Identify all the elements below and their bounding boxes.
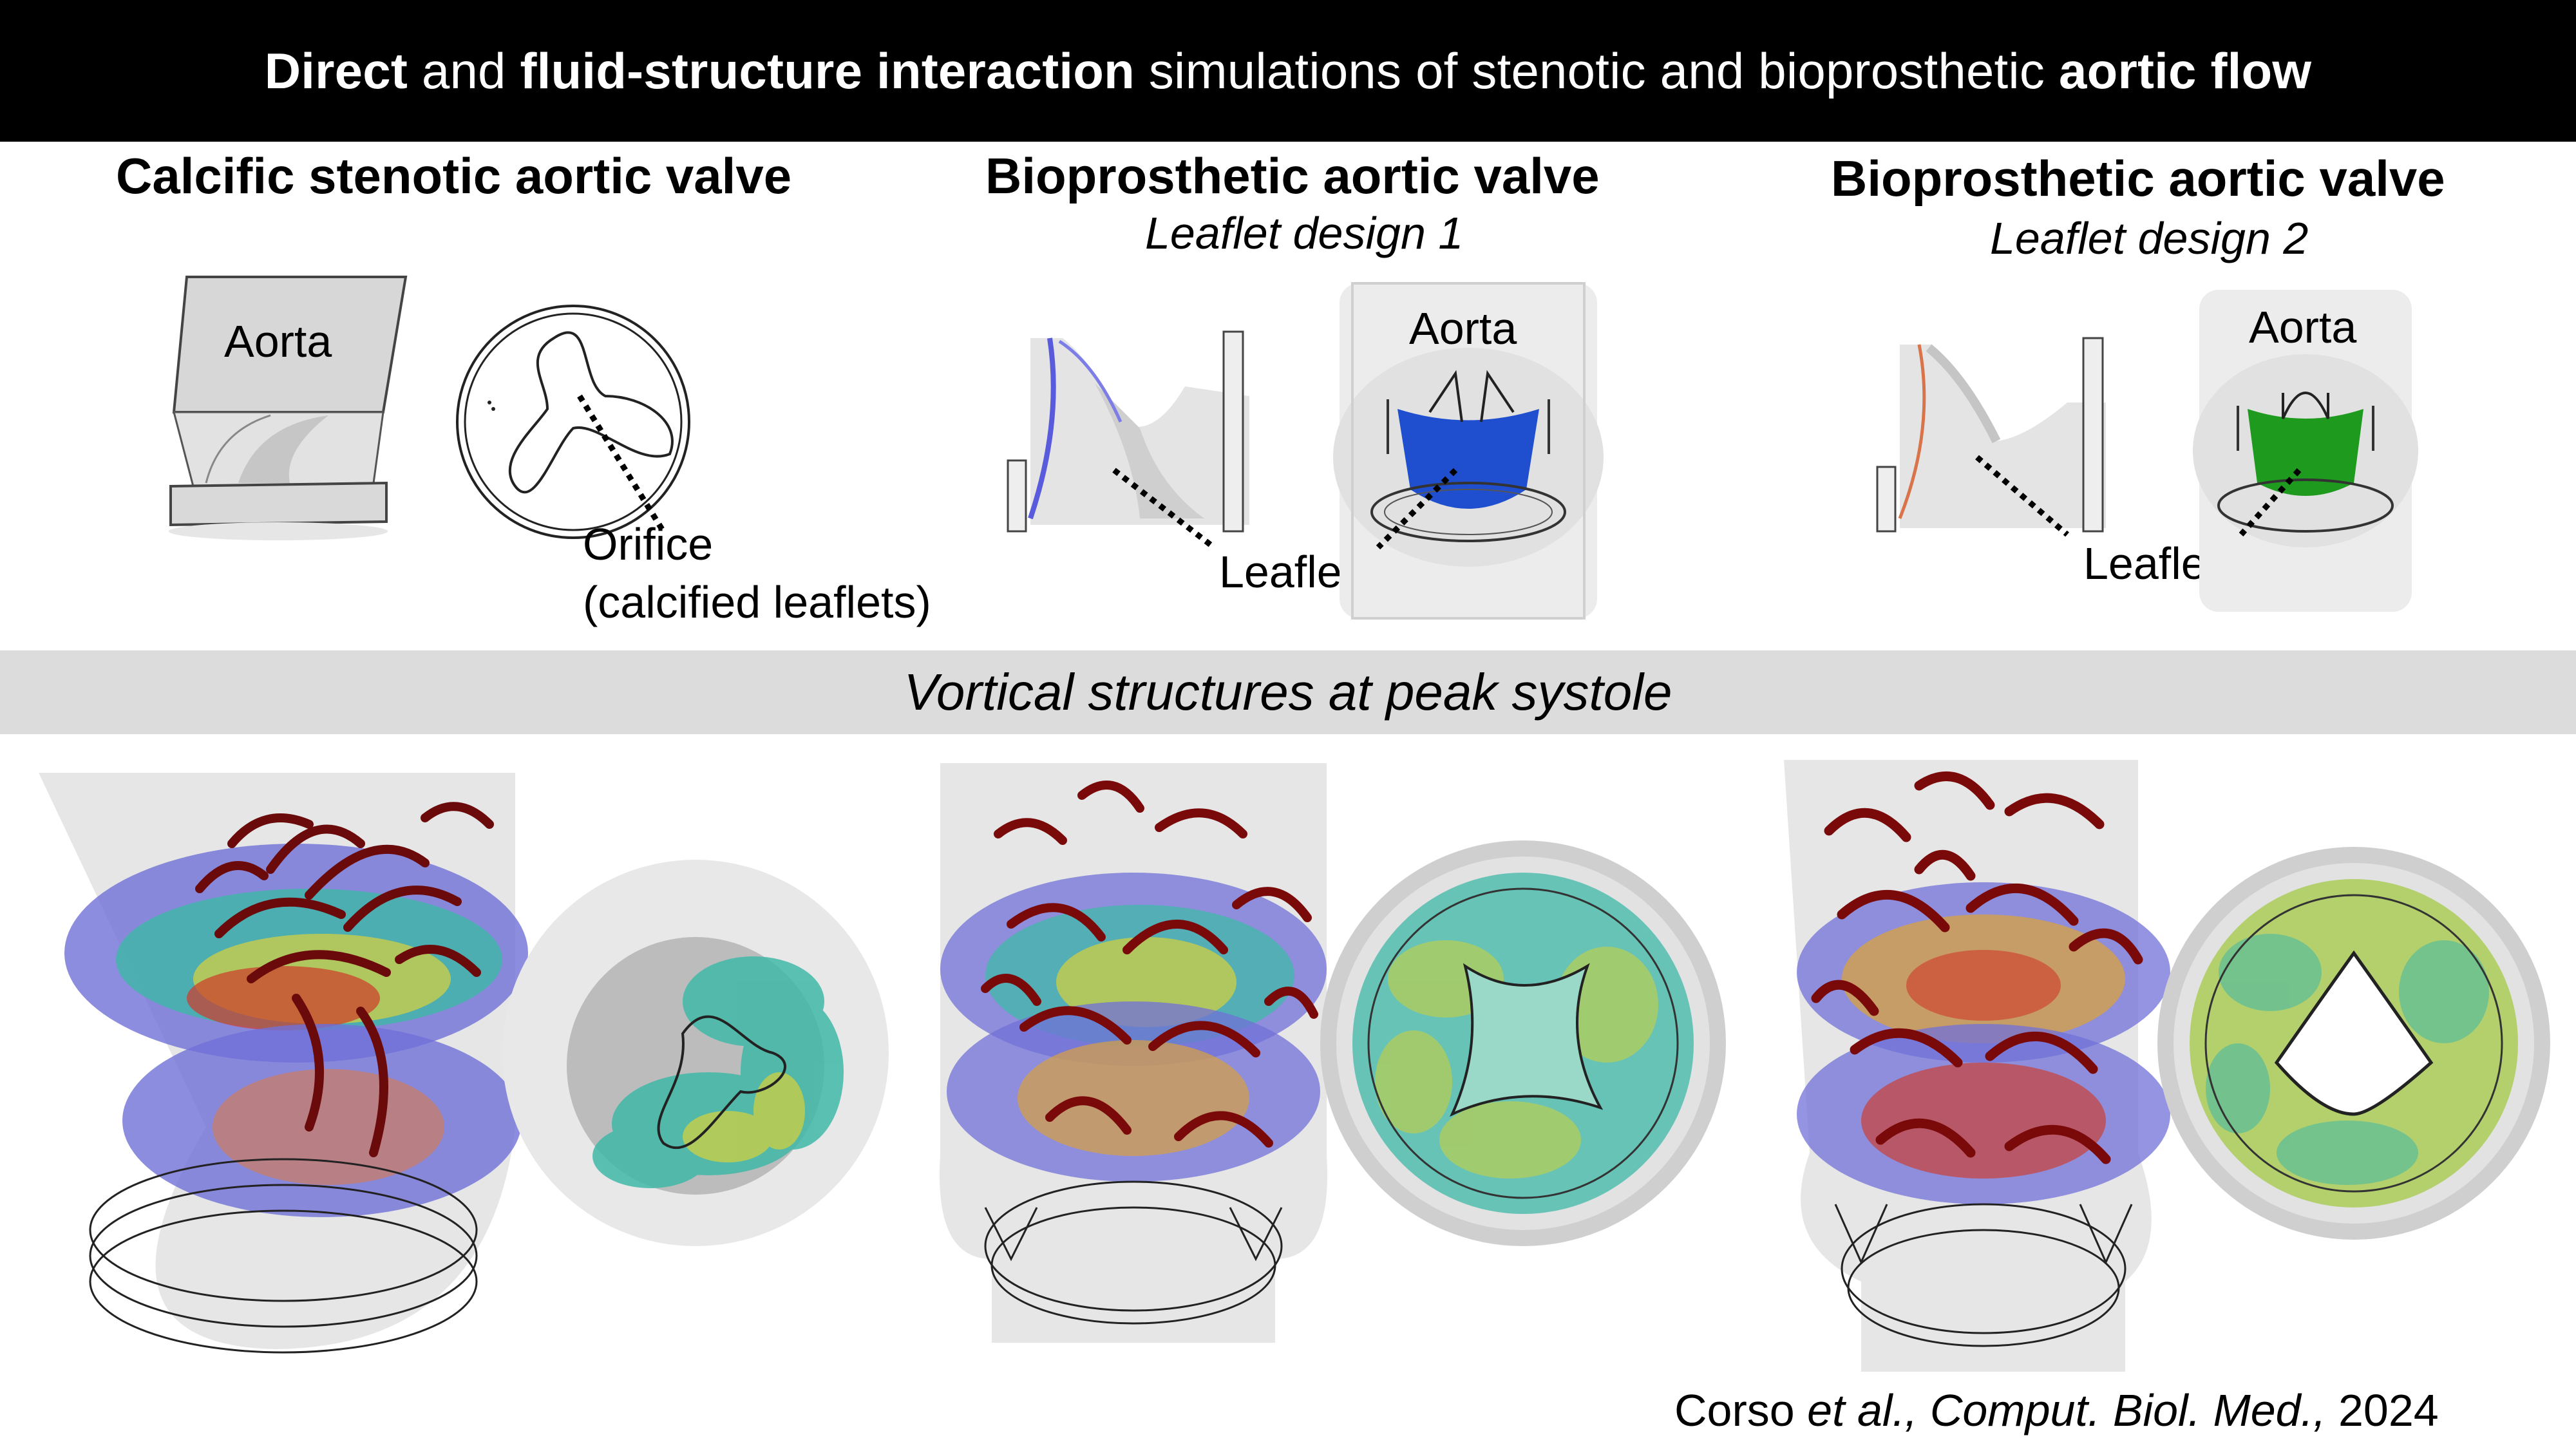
aorta-model-design2: [2193, 290, 2418, 612]
banner-title: Direct and fluid-structure interaction s…: [264, 42, 2312, 99]
leaflet1-pointer: [1112, 468, 1216, 550]
leaflet2-aorta-pointer: [2239, 468, 2302, 537]
label-orifice-detail: (calcified leaflets): [583, 577, 931, 627]
citation: Corso et al., Comput. Biol. Med., 2024: [1674, 1385, 2439, 1435]
leaflet1-aorta-pointer: [1376, 468, 1458, 550]
leaflet-design1-section: [1007, 330, 1249, 533]
vortex-render-design1-top: [1320, 840, 1726, 1246]
label-aorta-design1: Aorta: [1409, 303, 1517, 354]
aorta-model-design1: [1333, 282, 1604, 620]
column-subtitle-design1: Leaflet design 1: [1145, 208, 1464, 258]
label-leaflet-design1: Leaflet: [1219, 547, 1355, 597]
vortex-render-design1-side: [940, 763, 1327, 1343]
label-aorta-stenotic: Aorta: [224, 316, 332, 366]
section-header: Vortical structures at peak systole: [0, 650, 2576, 734]
label-orifice: Orifice: [583, 519, 714, 569]
column-subtitle-design2: Leaflet design 2: [1990, 213, 2309, 263]
vortex-render-stenotic-top: [502, 860, 889, 1246]
label-leaflet-design2: Leaflet: [2083, 538, 2219, 589]
section-title: Vortical structures at peak systole: [904, 663, 1672, 721]
column-title-design2: Bioprosthetic aortic valve: [1831, 150, 2445, 207]
leaflet2-pointer: [1975, 455, 2069, 537]
leaflet-design2-section: [1876, 337, 2106, 533]
label-aorta-design2: Aorta: [2249, 302, 2357, 352]
column-title-design1: Bioprosthetic aortic valve: [985, 147, 1600, 204]
vortex-render-stenotic-side: [39, 773, 528, 1354]
column-title-stenotic: Calcific stenotic aortic valve: [116, 147, 792, 204]
stenotic-aorta-model: [169, 276, 408, 540]
title-banner: Direct and fluid-structure interaction s…: [0, 0, 2576, 142]
orifice-pointer: [577, 394, 666, 533]
vortex-render-design2-side: [1784, 760, 2170, 1372]
vortex-render-design2-top: [2157, 847, 2550, 1240]
